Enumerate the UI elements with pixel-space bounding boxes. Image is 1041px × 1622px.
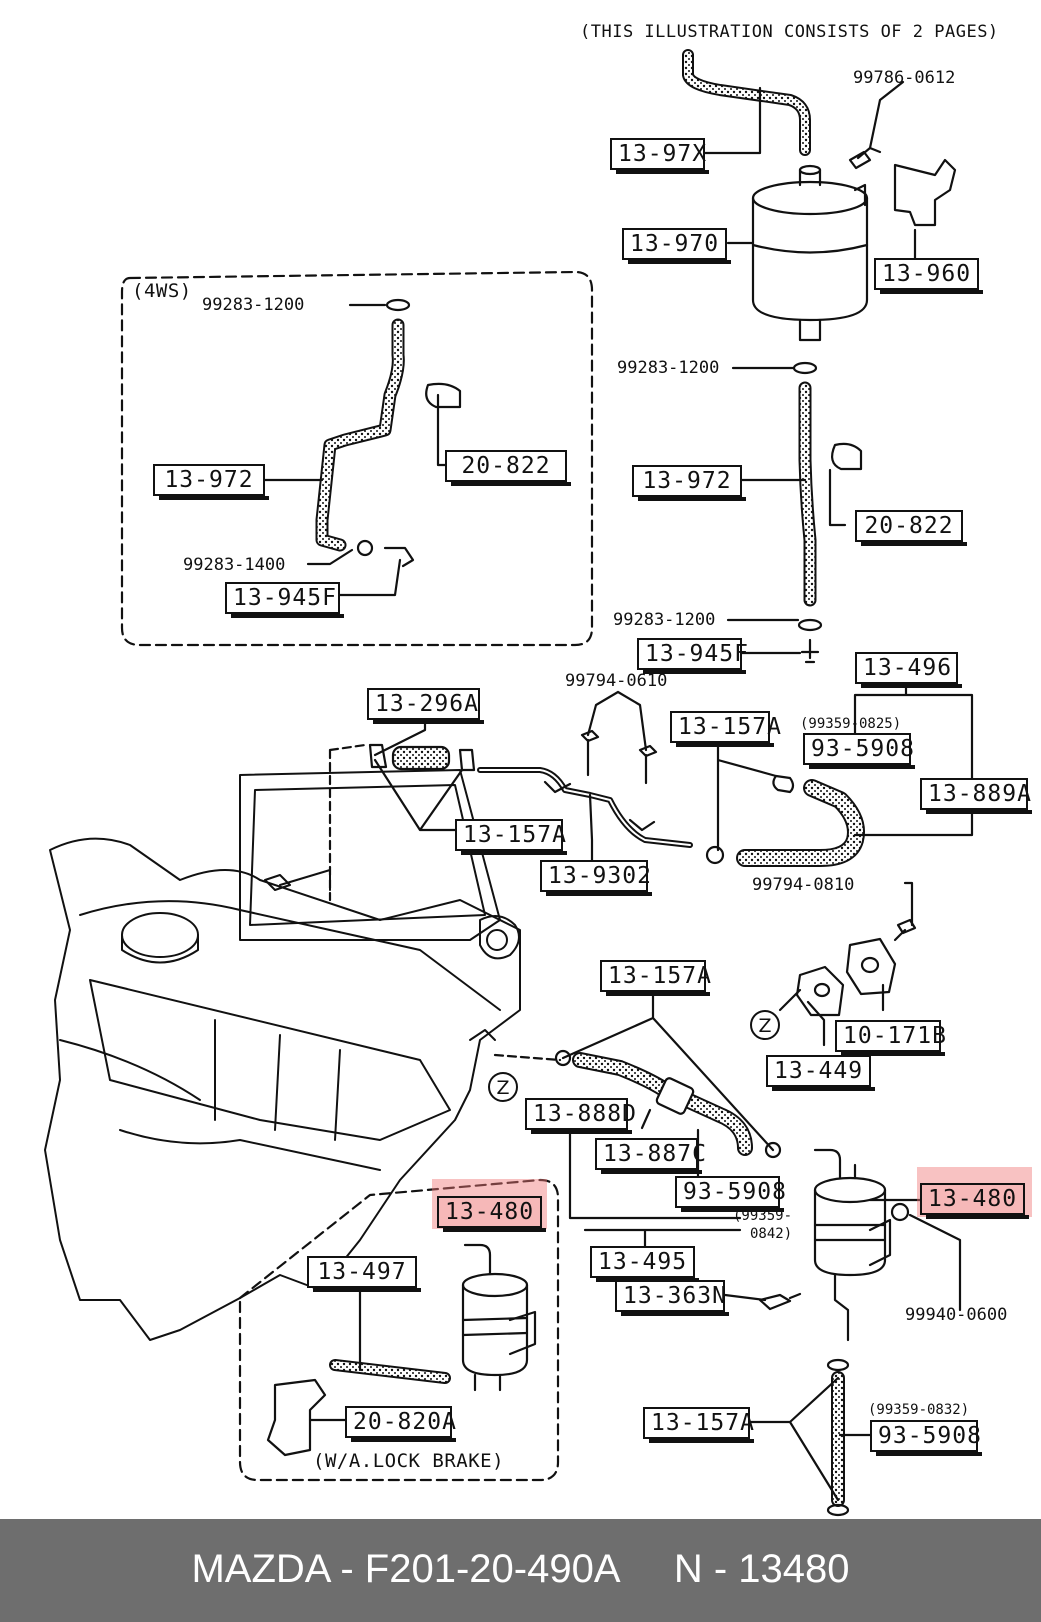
label-10-171b[interactable]: 10-171B: [835, 1020, 946, 1056]
bracket-13-960: [893, 158, 957, 227]
zone-marker-z-left-text: Z: [496, 1077, 509, 1099]
label-13-363n[interactable]: 13-363N: [615, 1280, 729, 1316]
label-13-972-left[interactable]: 13-972: [153, 464, 269, 500]
footer-bar: MAZDA - F201-20-490A N - 13480: [0, 1519, 1041, 1622]
label-13-296a[interactable]: 13-296A: [367, 688, 484, 724]
label-13-945f-left[interactable]: 13-945F: [225, 582, 344, 618]
part-99940-0600[interactable]: 99940-0600: [905, 1305, 1008, 1325]
part-99359-0842-line1[interactable]: (99359-: [733, 1208, 793, 1224]
diagram-drawing: Z Z: [44, 49, 974, 1517]
label-13-97x[interactable]: 13-97X: [610, 138, 709, 174]
label-13-449[interactable]: 13-449: [766, 1055, 875, 1091]
label-13-480-right[interactable]: 13-480: [920, 1183, 1029, 1219]
label-13-157a-a[interactable]: 13-157A: [670, 711, 781, 747]
part-99794-0810[interactable]: 99794-0810: [752, 875, 855, 895]
label-13-495[interactable]: 13-495: [590, 1246, 699, 1282]
engine-outline: [44, 769, 521, 1341]
label-13-157a-c[interactable]: 13-157A: [600, 960, 711, 996]
label-13-480-left[interactable]: 13-480: [437, 1196, 546, 1232]
bracket-20-820a: [266, 1378, 327, 1457]
label-13-889a[interactable]: 13-889A: [920, 778, 1032, 814]
footer-part-reference: MAZDA - F201-20-490A N - 13480: [191, 1547, 850, 1591]
part-99786-0612[interactable]: 99786-0612: [853, 68, 956, 88]
label-13-497[interactable]: 13-497: [307, 1256, 421, 1292]
part-99283-1200-c[interactable]: 99283-1200: [613, 610, 716, 630]
label-13-887c[interactable]: 13-887C: [595, 1138, 706, 1174]
part-99283-1400[interactable]: 99283-1400: [183, 555, 286, 575]
label-13-970[interactable]: 13-970: [622, 228, 731, 264]
label-13-972-right[interactable]: 13-972: [632, 465, 746, 501]
gasket-10-171b: [845, 937, 897, 996]
hose-13-296a: [391, 745, 451, 771]
zone-marker-z-left: [488, 1072, 518, 1102]
label-93-5908-c[interactable]: 93-5908: [870, 1420, 982, 1456]
part-99283-1200-b[interactable]: 99283-1200: [617, 358, 720, 378]
part-99359-0825[interactable]: (99359-0825): [800, 716, 902, 732]
gasket-13-449: [795, 965, 845, 1017]
label-13-888d[interactable]: 13-888D: [525, 1098, 636, 1134]
label-13-157a-b[interactable]: 13-157A: [455, 819, 567, 855]
part-99283-1200-a[interactable]: 99283-1200: [202, 295, 305, 315]
label-13-157a-d[interactable]: 13-157A: [643, 1407, 754, 1443]
label-20-822-right[interactable]: 20-822: [855, 510, 967, 546]
canister-13-970: [751, 164, 869, 342]
zone-marker-z-right: [750, 1010, 780, 1040]
4ws-dashed-frame: [120, 270, 594, 647]
label-13-9302[interactable]: 13-9302: [540, 860, 652, 896]
variant-lock-brake-caption: (W/A.LOCK BRAKE): [313, 1450, 505, 1472]
label-13-945f-right[interactable]: 13-945F: [637, 638, 748, 674]
label-93-5908-a[interactable]: 93-5908: [803, 733, 915, 769]
part-99794-0610[interactable]: 99794-0610: [565, 671, 668, 691]
part-99359-0842-line2[interactable]: 0842): [750, 1226, 793, 1242]
canister-13-480-left: [461, 1243, 537, 1392]
label-13-496[interactable]: 13-496: [855, 652, 962, 688]
label-13-960[interactable]: 13-960: [874, 258, 983, 294]
part-99359-0832[interactable]: (99359-0832): [868, 1402, 970, 1418]
header-note: (THIS ILLUSTRATION CONSISTS OF 2 PAGES): [580, 22, 999, 42]
label-20-820a[interactable]: 20-820A: [345, 1406, 456, 1442]
label-20-822-left[interactable]: 20-822: [445, 450, 571, 486]
canister-13-480-right: [813, 1148, 910, 1342]
zone-marker-z-right-text: Z: [758, 1015, 771, 1037]
label-93-5908-b[interactable]: 93-5908: [675, 1176, 786, 1212]
lock-brake-dashed-frame: [238, 1178, 560, 1482]
variant-4ws-caption: (4WS): [132, 280, 192, 302]
